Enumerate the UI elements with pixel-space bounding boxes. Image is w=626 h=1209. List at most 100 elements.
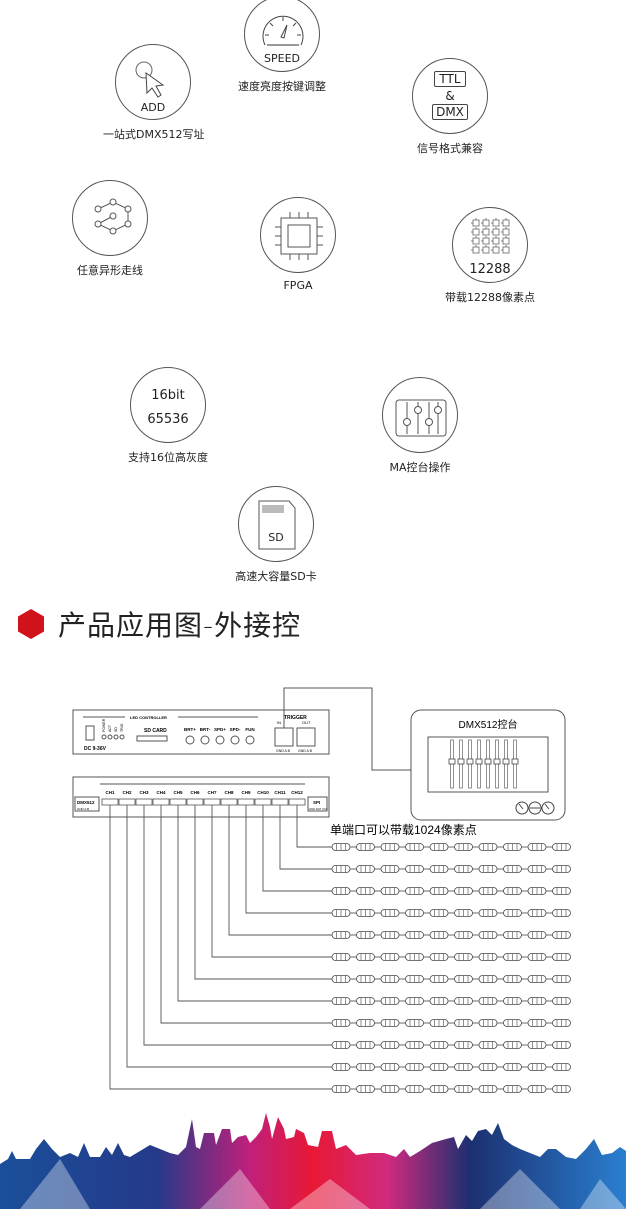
speed-circle-text: SPEED <box>264 52 300 65</box>
status-led <box>119 734 125 740</box>
channel-wire <box>109 805 332 1090</box>
fader-knob <box>493 758 501 765</box>
feature-caption: 支持16位高灰度 <box>128 451 208 464</box>
feature-caption: 带载12288像素点 <box>445 291 535 304</box>
feature-ma: MA控台操作 <box>370 377 470 475</box>
feature-gray: 16bit 65536 支持16位高灰度 <box>118 367 218 465</box>
fader-console-icon <box>382 377 458 453</box>
channel-wire <box>143 805 332 1046</box>
feature-caption: FPGA <box>283 279 313 292</box>
section-title: 产品应用图-外接控 <box>58 609 302 642</box>
panel-button-label: BRT- <box>200 727 211 732</box>
feature-add: ADD 一站式DMX512写址 <box>103 44 205 142</box>
led-label: SD <box>114 727 118 732</box>
led-label: POWER <box>102 718 106 732</box>
controller-rear-panel <box>72 776 330 818</box>
channel-port <box>152 798 170 806</box>
sd-card-slot <box>136 735 168 742</box>
console-cable <box>283 687 411 771</box>
speedometer-icon: SPEED <box>244 0 320 72</box>
channel-port <box>186 798 204 806</box>
node-path-icon <box>72 180 148 256</box>
channel-wire <box>245 805 332 914</box>
dmx-port-pins: GND A B <box>77 807 89 811</box>
spi-port-pins: GND DAT CLK <box>309 807 328 811</box>
channel-wire <box>194 805 332 980</box>
gray-scale-badge: 16bit 65536 <box>130 367 206 443</box>
fader-knob <box>448 758 456 765</box>
spi-port-label: SPI <box>313 800 320 805</box>
trigger-out-pins: GND A B <box>298 749 313 753</box>
fader-knob <box>484 758 492 765</box>
add-circle-text: ADD <box>140 101 166 114</box>
controller-label: LED CONTROLLER <box>130 715 167 720</box>
status-led <box>101 734 107 740</box>
city-skyline-banner <box>0 1113 626 1209</box>
trigger-out-label: OUT <box>302 720 311 725</box>
console-label: DMX512控台 <box>459 718 518 731</box>
feature-caption: 一站式DMX512写址 <box>103 128 205 141</box>
feature-signal: TTL & DMX 信号格式兼容 <box>400 58 500 156</box>
power-jack <box>85 725 95 741</box>
panel-button <box>215 735 225 745</box>
channel-label: CH5 <box>173 790 182 795</box>
channel-label: CH11 <box>274 790 286 795</box>
panel-button <box>200 735 210 745</box>
panel-button <box>185 735 195 745</box>
channel-port <box>118 798 136 806</box>
feature-routing: 任意异形走线 <box>60 180 160 278</box>
ampersand: & <box>445 89 455 103</box>
panel-button-label: SPD- <box>230 727 241 732</box>
power-label: DC 9-36V <box>84 746 107 752</box>
channel-label: CH2 <box>122 790 131 795</box>
channel-wire <box>228 805 332 936</box>
channel-port <box>254 798 272 806</box>
channel-wire <box>126 805 332 1068</box>
port-capacity-note: 单端口可以带载1024像素点 <box>330 823 477 837</box>
hexagon-icon <box>18 609 44 639</box>
channel-port <box>101 798 119 806</box>
pixel-grid-icon: 12288 <box>452 207 528 283</box>
fader-knob <box>466 758 474 765</box>
channel-label: CH8 <box>224 790 233 795</box>
panel-button-label: SPD+ <box>214 727 226 732</box>
sd-card-icon: SD <box>238 486 314 562</box>
channel-label: CH1 <box>105 790 114 795</box>
channel-port <box>271 798 289 806</box>
channel-port <box>135 798 153 806</box>
skyline-silhouette <box>0 1113 626 1209</box>
panel-button <box>245 735 255 745</box>
feature-speed: SPEED 速度亮度按键调整 <box>232 0 332 94</box>
dmx-input-port <box>74 796 100 812</box>
dmx-port-label: DMX512 <box>77 800 95 805</box>
chip-icon <box>260 197 336 273</box>
channel-label: CH10 <box>257 790 269 795</box>
led-label: TRIG <box>120 723 124 732</box>
channel-label: CH6 <box>190 790 199 795</box>
feature-sd: SD 高速大容量SD卡 <box>226 486 326 584</box>
channel-wire <box>262 805 332 892</box>
panel-button <box>230 735 240 745</box>
channel-wire <box>211 805 332 958</box>
trigger-in-label: IN <box>277 720 281 725</box>
channel-port <box>288 798 306 806</box>
channel-label: CH12 <box>291 790 303 795</box>
channel-label: CH9 <box>241 790 250 795</box>
trigger-out-port <box>296 727 316 747</box>
channel-port <box>237 798 255 806</box>
bit-depth-text: 16bit <box>151 388 185 403</box>
dmx-label: DMX <box>432 104 468 120</box>
fader-knob <box>475 758 483 765</box>
trigger-in-port <box>274 727 294 747</box>
channel-label: CH3 <box>139 790 148 795</box>
channel-wire <box>160 805 332 1024</box>
console-knobs <box>515 801 555 815</box>
feature-caption: 高速大容量SD卡 <box>235 570 317 583</box>
channel-label: CH7 <box>207 790 216 795</box>
channel-port <box>203 798 221 806</box>
spi-port <box>307 796 328 812</box>
channel-wire <box>279 805 332 870</box>
status-led <box>113 734 119 740</box>
trigger-in-pins: GND A B <box>276 749 291 753</box>
feature-fpga: FPGA <box>248 197 348 292</box>
